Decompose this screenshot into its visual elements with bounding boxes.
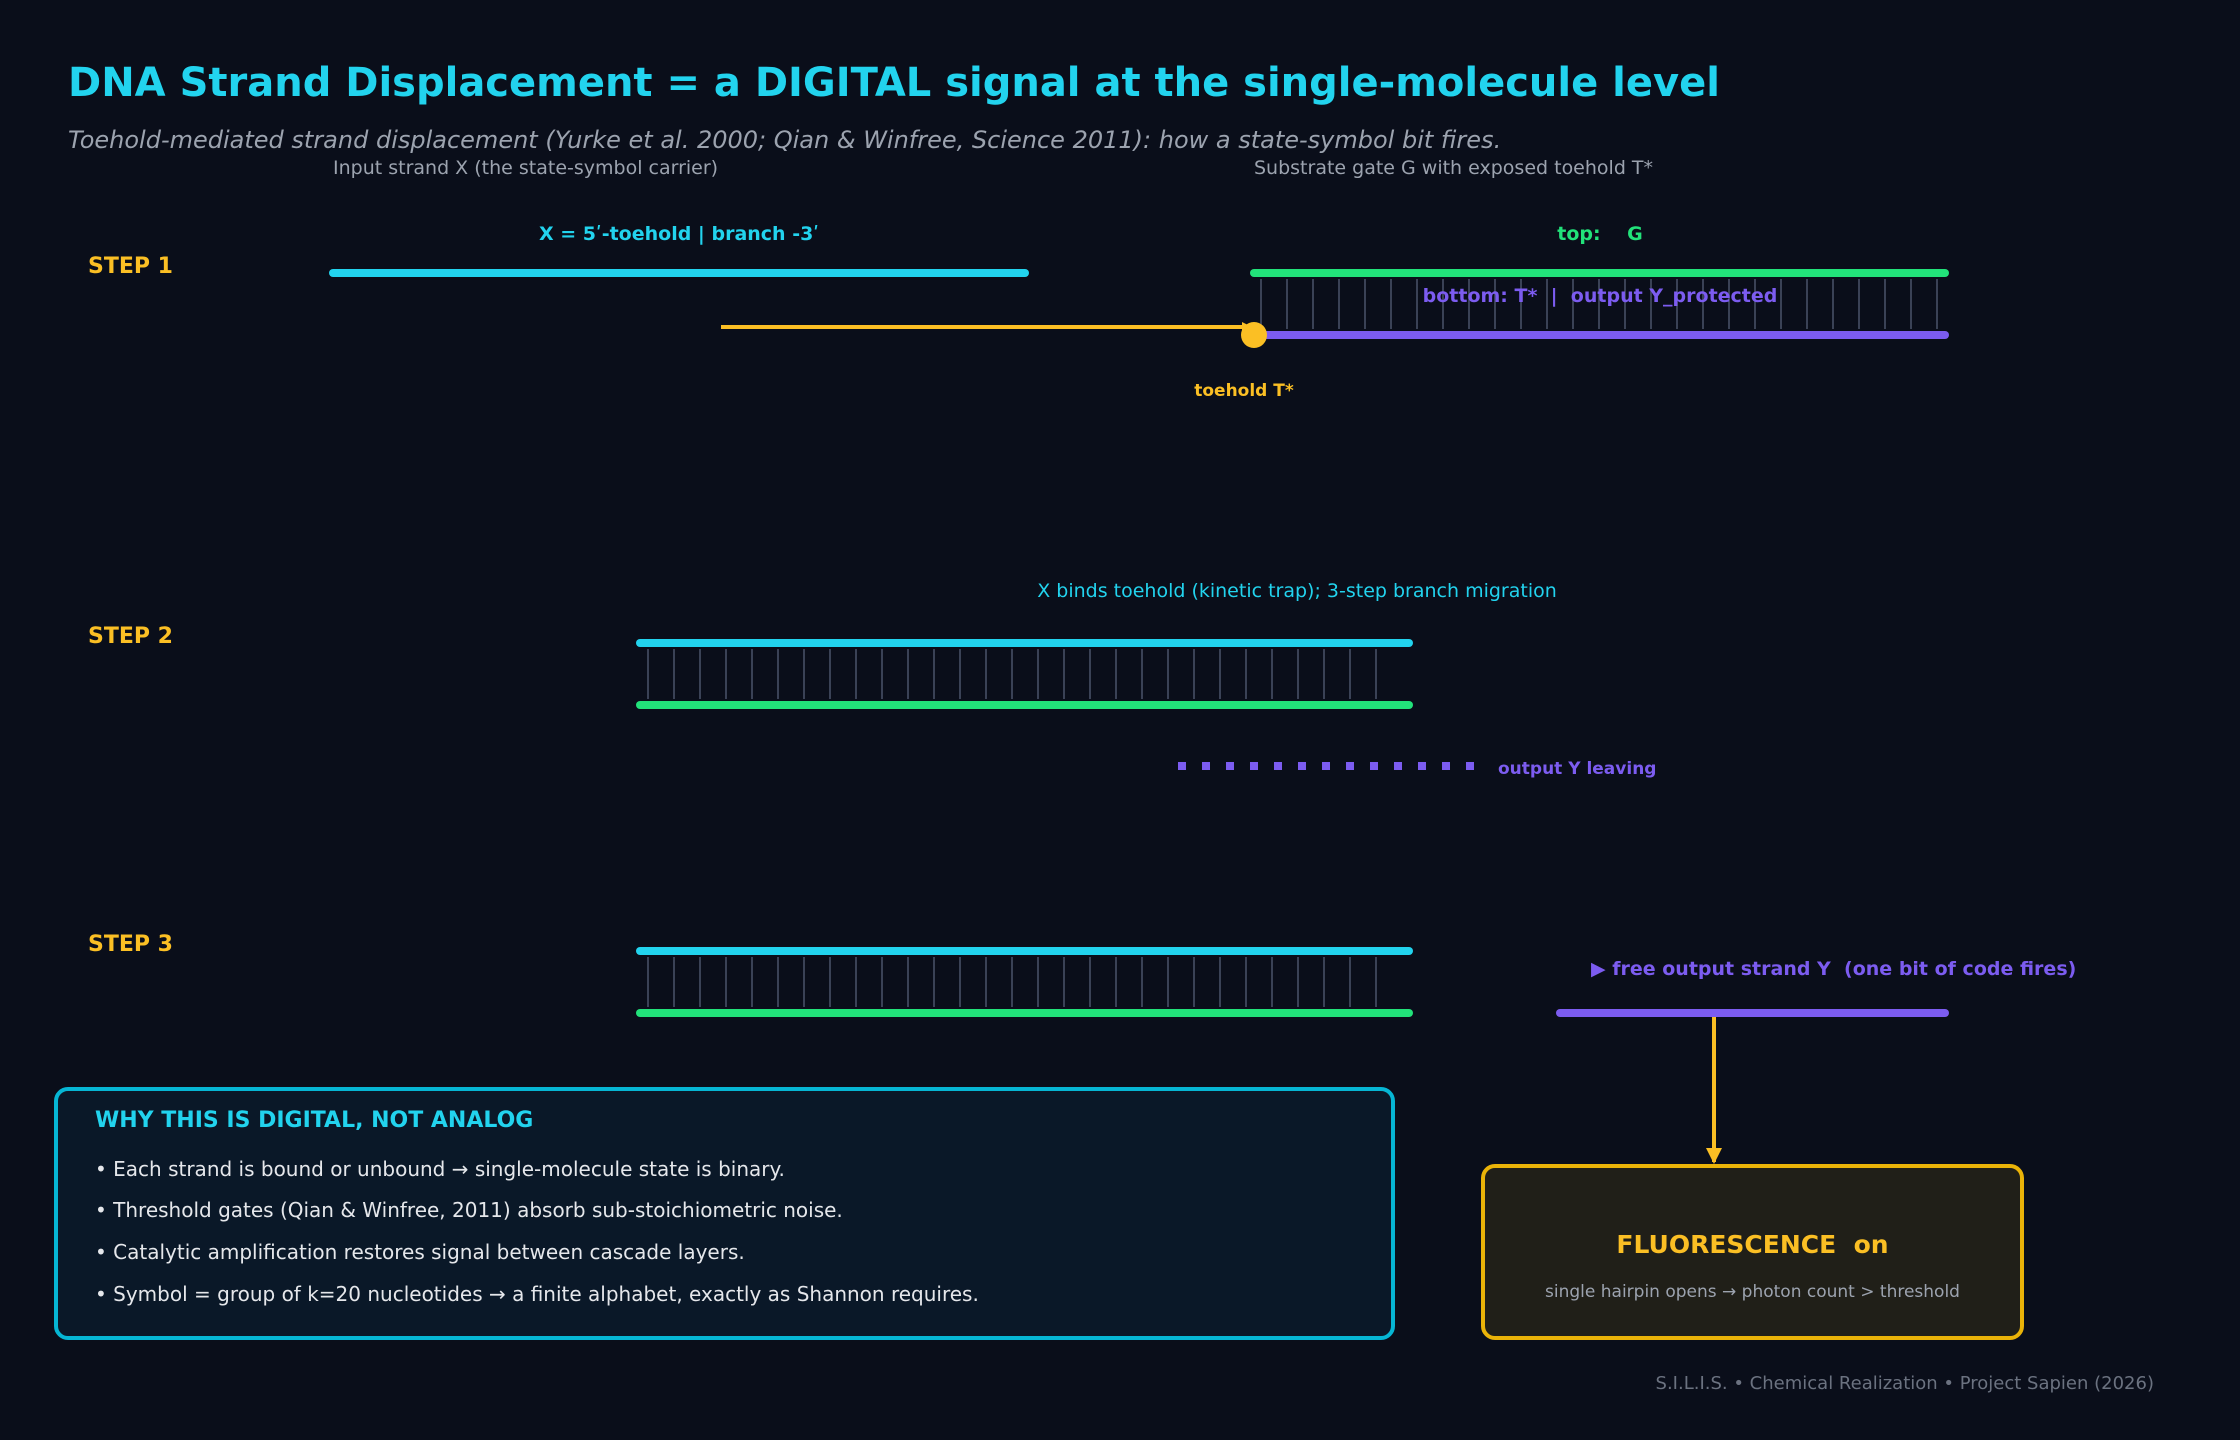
duplex-rungs-step3 xyxy=(647,957,1377,1007)
why-digital-title: WHY THIS IS DIGITAL, NOT ANALOG xyxy=(95,1108,534,1133)
duplex-rungs-step2 xyxy=(647,649,1377,699)
footer-credit: S.I.L.I.S. • Chemical Realization • Proj… xyxy=(1655,1373,2154,1394)
page-title: DNA Strand Displacement = a DIGITAL sign… xyxy=(68,60,1720,106)
toehold-dot xyxy=(1241,322,1267,348)
toehold-label: toehold T* xyxy=(1194,381,1294,401)
strand-x-label: X = 5ʹ-toehold | branch -3ʹ xyxy=(539,223,819,245)
free-output-label: ▶ free output strand Y (one bit of code … xyxy=(1591,958,2076,980)
why-bullet-3: • Catalytic amplification restores signa… xyxy=(95,1240,745,1264)
why-digital-box xyxy=(54,1087,1395,1340)
gate-column-heading: Substrate gate G with exposed toehold T* xyxy=(1254,157,1654,179)
step-2-note: X binds toehold (kinetic trap); 3-step b… xyxy=(1037,580,1557,602)
fluorescence-box xyxy=(1481,1164,2024,1340)
step-1-label: STEP 1 xyxy=(88,254,173,279)
gate-top-label: top: G xyxy=(1557,223,1642,245)
output-leaving-label: output Y leaving xyxy=(1498,759,1656,779)
why-bullet-2: • Threshold gates (Qian & Winfree, 2011)… xyxy=(95,1198,843,1222)
input-column-heading: Input strand X (the state-symbol carrier… xyxy=(333,157,719,179)
why-bullet-4: • Symbol = group of k=20 nucleotides → a… xyxy=(95,1282,979,1306)
page-subtitle: Toehold-mediated strand displacement (Yu… xyxy=(68,126,1502,154)
fluorescence-subtitle: single hairpin opens → photon count > th… xyxy=(1545,1282,1960,1302)
why-bullet-1: • Each strand is bound or unbound → sing… xyxy=(95,1157,785,1181)
fluorescence-title: FLUORESCENCE on xyxy=(1616,1230,1889,1259)
step-2-label: STEP 2 xyxy=(88,624,173,649)
step-3-label: STEP 3 xyxy=(88,932,173,957)
gate-rungs-step1 xyxy=(1260,279,1938,329)
gate-bottom-label: bottom: T* | output Y_protected xyxy=(1423,285,1778,307)
